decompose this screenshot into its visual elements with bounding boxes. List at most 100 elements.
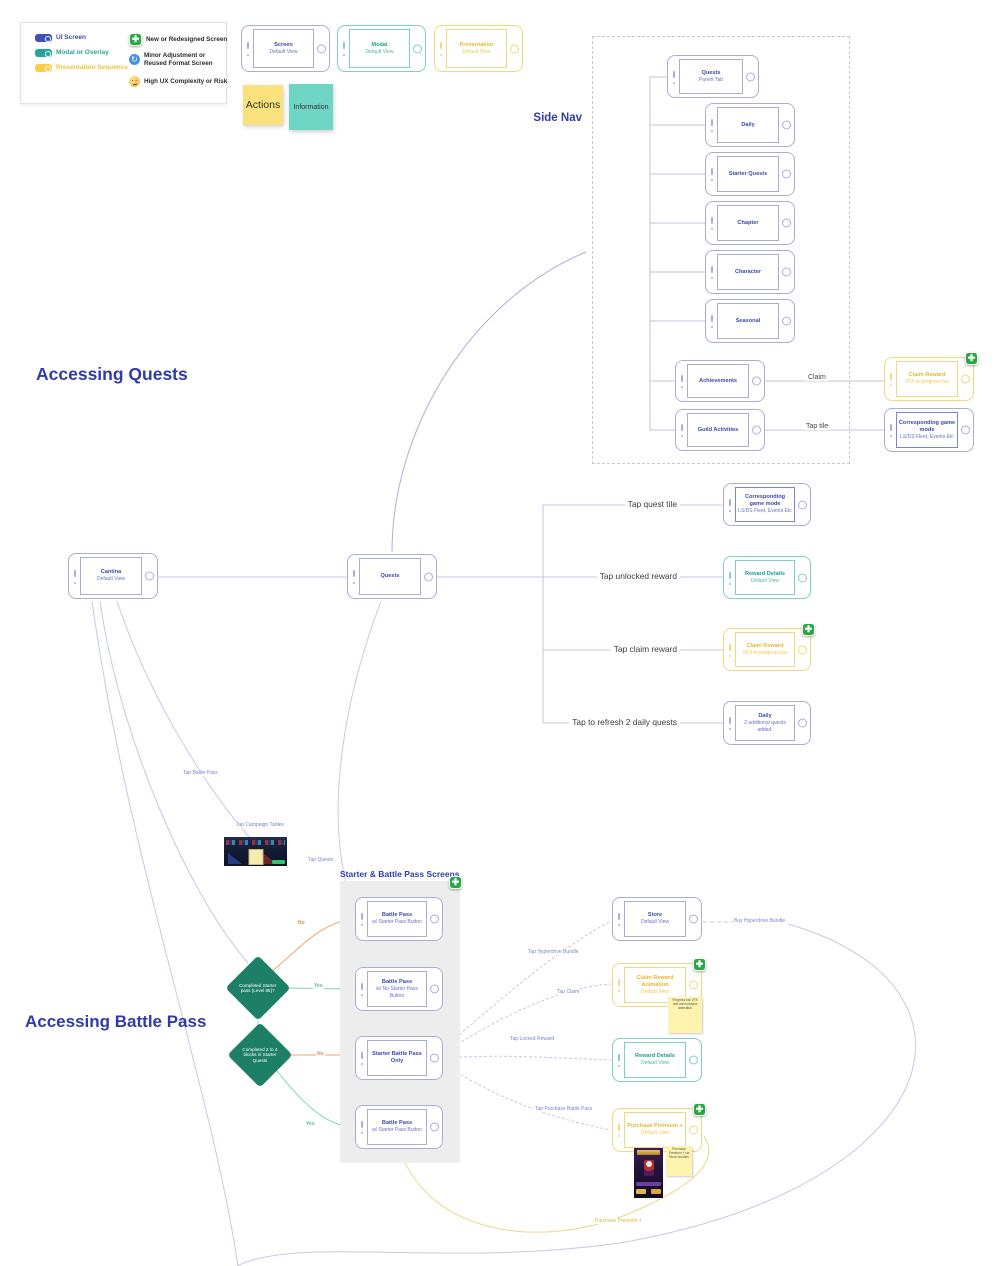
home-button-icon [429, 984, 439, 994]
home-button-icon [751, 425, 761, 435]
phone-title: Store [647, 912, 663, 919]
screen-quests[interactable]: Quests [347, 554, 437, 599]
screen-starter-quests[interactable]: Starter Quests [705, 152, 795, 196]
screenshot-buy-button [651, 1189, 661, 1194]
phone-subtitle: Default View [97, 576, 125, 583]
phone-title: Claim Reward [746, 642, 784, 649]
example-presentation-phone[interactable]: Presentation Default View [434, 25, 523, 72]
screen-claim-reward-sidenav[interactable]: Claim Reward VFX to progress bar ✚ [884, 352, 978, 401]
phone-subtitle: Parent Tab [698, 76, 724, 83]
ui-screen-pill-icon [35, 34, 52, 42]
home-button-icon [144, 571, 154, 581]
battle-pass-purchase-screenshot[interactable] [634, 1148, 663, 1198]
home-button-icon [688, 1125, 698, 1135]
information-sticky-note[interactable]: Information [289, 84, 333, 130]
screen-character[interactable]: Character [705, 250, 795, 294]
phone-subtitle: Default View [641, 1060, 669, 1067]
screen-chapter[interactable]: Chapter [705, 201, 795, 245]
screenshot-tooltip [248, 848, 263, 865]
side-nav-group-frame [592, 36, 850, 464]
phone-title: Modal [371, 41, 388, 48]
screen-battle-pass-starter-button[interactable]: Battle Pass w/ Starter Pass Button [355, 897, 443, 941]
edge-label-tap-battle-pass: Tap Battle Pass [182, 770, 219, 776]
screen-achievements[interactable]: Achievements [675, 360, 765, 402]
screen-claim-reward[interactable]: Claim Reward VFX to progress bar ✚ [723, 623, 815, 671]
screen-corresponding-game-mode-sidenav[interactable]: Corresponding game mode LS/DS Fleet, Eve… [884, 408, 974, 452]
phone-title: Battle Pass [381, 912, 413, 919]
phone-title: Screen [274, 41, 293, 48]
screen-starter-battle-pass-only[interactable]: Starter Battle Pass Only [355, 1036, 443, 1080]
phone-subtitle: Default View [641, 988, 669, 995]
phone-title: Claim Reward Animation [636, 974, 674, 988]
screenshot-table-left [228, 853, 242, 864]
phone-title: Daily [741, 121, 755, 128]
home-button-icon [781, 267, 791, 277]
claim-animation-note[interactable]: Progress bar VFX and claim reward animat… [668, 997, 702, 1033]
phone-subtitle: VFX to progress bar [742, 649, 788, 656]
edge-label-tap-quests: Tap Quests [307, 857, 335, 863]
screenshot-table-right [263, 853, 277, 864]
home-button-icon [797, 573, 807, 582]
edge-label-tap-campaign-tables: Tap Campaign Tables [235, 822, 285, 828]
screen-reward-details[interactable]: Reward Details Default View [723, 556, 811, 599]
screen-corresponding-game-mode[interactable]: Corresponding game mode LS/DS Fleet, Eve… [723, 483, 811, 526]
home-button-icon [960, 425, 970, 435]
phone-title: Reward Details [744, 570, 786, 577]
plus-badge-icon: ✚ [129, 33, 142, 46]
battle-pass-panel-title: Starter & Battle Pass Screens [340, 869, 460, 879]
screenshot-buy-button [636, 1189, 646, 1194]
phone-title: Corresponding game mode [898, 419, 956, 433]
actions-sticky-note[interactable]: Actions [243, 85, 283, 125]
screen-battle-pass-no-starter-button[interactable]: Battle Pass w/ No Starter Pass Button [355, 967, 443, 1011]
campaign-tables-screenshot[interactable] [224, 837, 287, 866]
screen-reward-details-battle-pass[interactable]: Reward Details Default View [612, 1038, 702, 1082]
screen-quests-parent-tab[interactable]: Quests Parent Tab [667, 55, 759, 98]
phone-subtitle: w/ No Starter Pass Button [376, 986, 418, 999]
home-button-icon [797, 718, 807, 728]
screen-daily[interactable]: Daily [705, 103, 795, 147]
new-screen-badge-icon: ✚ [802, 623, 815, 636]
screen-daily-refresh[interactable]: Daily 2 additional quests added. [723, 701, 811, 745]
home-button-icon [688, 980, 698, 990]
home-button-icon [797, 500, 807, 509]
example-screen-phone[interactable]: Screen Default View [241, 25, 330, 72]
screen-seasonal[interactable]: Seasonal [705, 299, 795, 343]
phone-title: Guild Activities [697, 426, 739, 433]
legend-item-high-ux: High UX Complexity or Risk [129, 76, 228, 87]
screen-cantina[interactable]: Cantina Default View [68, 553, 158, 599]
decision-completed-starter-pass[interactable]: Completed Starter pass (Level 85)? [225, 955, 291, 1021]
home-button-icon [745, 72, 755, 81]
legend-item-new-screen: ✚ New or Redesigned Screen [129, 33, 230, 46]
screen-store[interactable]: Store Default View [612, 897, 702, 941]
screen-guild-activities[interactable]: Guild Activities [675, 409, 765, 451]
edge-label-yes: Yes [305, 1121, 316, 1127]
decision-completed-blocks[interactable]: Completed 2 to 4 blocks in Starter Quest… [227, 1022, 293, 1088]
legend-label: Minor Adjustment or Reused Format Screen [144, 52, 213, 67]
legend-item-minor-adjustment: ↻ Minor Adjustment or Reused Format Scre… [129, 52, 228, 67]
phone-title: Claim Reward [908, 372, 946, 379]
phone-subtitle: Default View [462, 48, 491, 55]
phone-subtitle: Default View [751, 577, 779, 584]
phone-title: Achievements [699, 377, 737, 384]
purchase-premium-note[interactable]: Purchase Premium + via Store bundles [666, 1146, 692, 1176]
legend-item-presentation-sequence: Presentation Sequence [35, 64, 128, 72]
legend-label: UI Screen [56, 34, 86, 42]
edge-label-tap-hyperdrive-bundle: Tap Hyperdrive Bundle [527, 949, 580, 955]
side-nav-title: Side Nav [533, 112, 582, 124]
example-modal-phone[interactable]: Modal Default View [337, 25, 426, 72]
phone-title: Starter Quests [728, 170, 768, 177]
accessing-quests-title: Accessing Quests [36, 364, 188, 384]
home-button-icon [509, 44, 519, 53]
sync-icon: ↻ [129, 54, 140, 65]
home-button-icon [751, 376, 761, 386]
edge-label-no: No [316, 1051, 325, 1057]
phone-subtitle: Default View [641, 919, 669, 926]
legend-label: High UX Complexity or Risk [144, 77, 228, 85]
home-button-icon [429, 914, 439, 924]
legend-item-modal-overlay: Modal or Overlay [35, 49, 109, 57]
phone-title: Presentation [459, 41, 494, 48]
screen-battle-pass-starter-button-2[interactable]: Battle Pass w/ Starter Pass Button [355, 1105, 443, 1149]
new-screen-badge-icon: ✚ [693, 1103, 706, 1116]
